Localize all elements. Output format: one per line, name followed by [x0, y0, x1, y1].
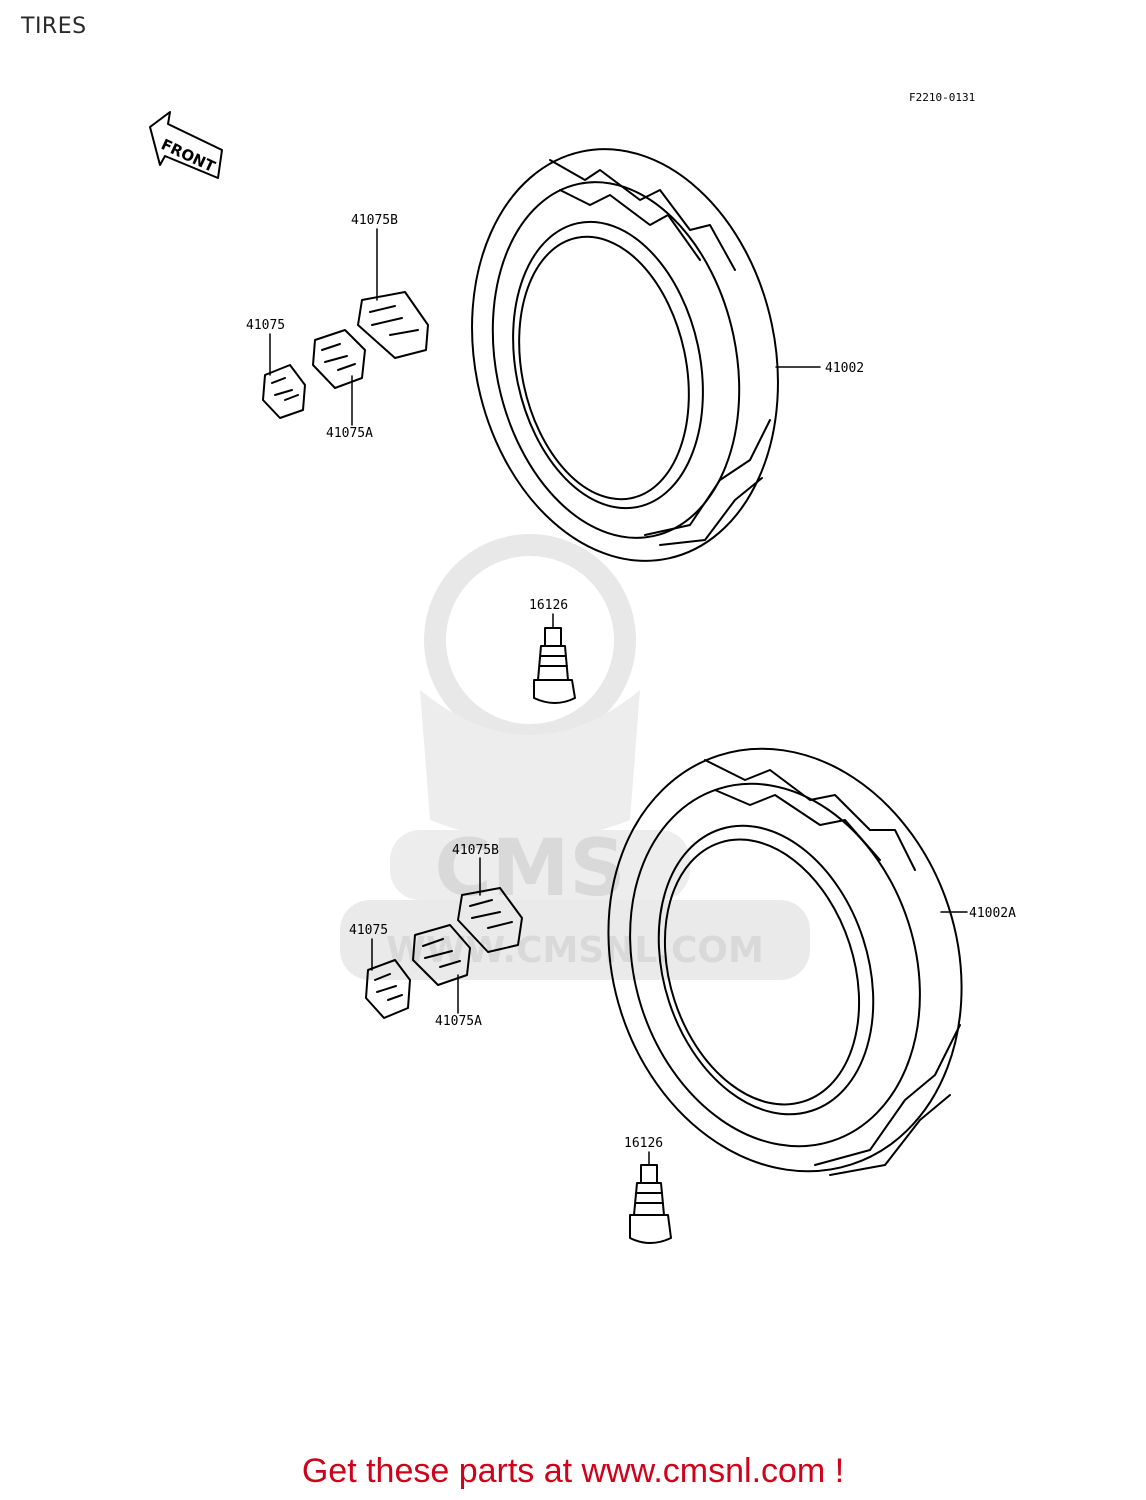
weight-upper-41075A[interactable] [312, 329, 366, 389]
footer-cta: Get these parts at www.cmsnl.com ! [0, 1452, 1146, 1491]
callout-41075-lower: 41075 [349, 923, 388, 938]
weight-upper-41075B[interactable] [357, 291, 429, 359]
footer-link[interactable]: Get these parts at www.cmsnl.com ! [301, 1452, 845, 1490]
tire-upper[interactable] [435, 120, 815, 589]
callout-41075A-lower: 41075A [435, 1014, 482, 1029]
callout-41075B-upper: 41075B [351, 213, 398, 228]
weight-lower-41075[interactable] [365, 959, 411, 1019]
callout-16126-lower: 16126 [624, 1136, 663, 1151]
weight-upper-41075[interactable] [262, 364, 306, 419]
front-label: FRONT [158, 135, 218, 176]
weight-lower-41075A[interactable] [412, 924, 471, 986]
valve-upper[interactable] [533, 627, 576, 704]
callout-41002: 41002 [825, 361, 864, 376]
callout-41075-upper: 41075 [246, 318, 285, 333]
page-title: TIRES [21, 14, 87, 39]
diagram-code: F2210-0131 [909, 91, 976, 104]
valve-lower[interactable] [629, 1164, 672, 1244]
callout-41002A: 41002A [969, 906, 1016, 921]
callout-41075B-lower: 41075B [452, 843, 499, 858]
weight-lower-41075B[interactable] [457, 887, 523, 953]
callout-41075A-upper: 41075A [326, 426, 373, 441]
front-arrow-icon: FRONT [149, 111, 223, 179]
tire-lower[interactable] [555, 702, 1015, 1217]
callout-16126-upper: 16126 [529, 598, 568, 613]
leader-lines [269, 228, 968, 1166]
